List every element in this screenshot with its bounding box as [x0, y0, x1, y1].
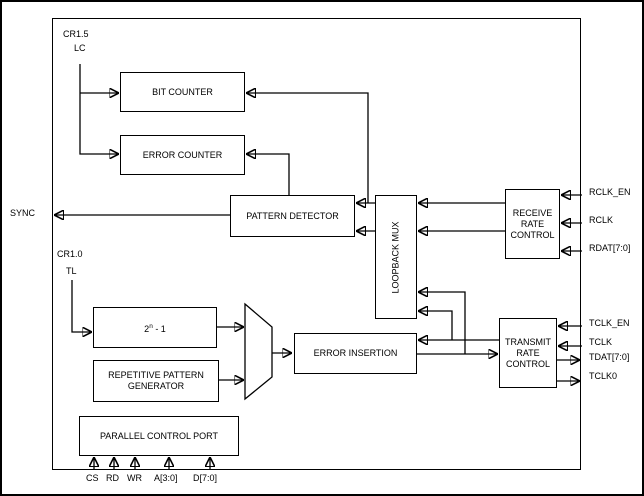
- pattern-length-exponent: n: [149, 322, 153, 330]
- tl-label: TL: [66, 266, 77, 276]
- error-counter-label: ERROR COUNTER: [142, 149, 223, 160]
- lc-label: LC: [74, 43, 86, 53]
- pattern-length-label: 2n - 1: [144, 322, 166, 334]
- transmit-rate-control-block: TRANSMIT RATE CONTROL: [499, 318, 557, 388]
- pattern-length-block: 2n - 1: [93, 307, 217, 348]
- error-insertion-block: ERROR INSERTION: [294, 333, 417, 374]
- pin-label-wr: WR: [127, 473, 142, 483]
- pin-label-rdat: RDAT[7:0]: [589, 243, 631, 253]
- pin-label-tdat: TDAT[7:0]: [589, 352, 630, 362]
- parallel-control-port-block: PARALLEL CONTROL PORT: [79, 416, 239, 456]
- cr1-5-label: CR1.5: [63, 29, 89, 39]
- repetitive-pattern-generator-block: REPETITIVE PATTERN GENERATOR: [93, 360, 219, 402]
- pin-label-a3-0: A[3:0]: [154, 473, 178, 483]
- loopback-mux-label: LOOPBACK MUX: [390, 220, 401, 294]
- pattern-detector-block: PATTERN DETECTOR: [230, 195, 355, 237]
- error-counter-block: ERROR COUNTER: [120, 135, 245, 175]
- pin-label-tclk: TCLK: [589, 337, 613, 347]
- bit-counter-label: BIT COUNTER: [152, 86, 213, 97]
- error-insertion-label: ERROR INSERTION: [313, 348, 398, 358]
- pin-label-d7-0: D[7:0]: [193, 473, 218, 483]
- pattern-detector-label: PATTERN DETECTOR: [246, 210, 339, 221]
- repetitive-pattern-generator-label: REPETITIVE PATTERN GENERATOR: [108, 370, 204, 391]
- loopback-mux-block: LOOPBACK MUX: [375, 195, 417, 319]
- pin-label-sync: SYNC: [10, 208, 36, 218]
- chip-boundary: [52, 18, 581, 470]
- pin-label-rclk-en: RCLK_EN: [589, 187, 631, 197]
- bit-counter-block: BIT COUNTER: [120, 72, 245, 112]
- pin-label-rclk: RCLK: [589, 215, 614, 225]
- transmit-rate-control-label: TRANSMIT RATE CONTROL: [505, 336, 551, 369]
- pin-label-tclk0: TCLK0: [589, 371, 618, 381]
- pin-label-tclk-en: TCLK_EN: [589, 318, 630, 328]
- receive-rate-control-label: RECEIVE RATE CONTROL: [510, 207, 555, 240]
- pin-label-rd: RD: [106, 473, 119, 483]
- pin-label-cs: CS: [86, 473, 99, 483]
- receive-rate-control-block: RECEIVE RATE CONTROL: [505, 189, 560, 259]
- parallel-control-port-label: PARALLEL CONTROL PORT: [99, 430, 219, 441]
- cr1-0-label: CR1.0: [57, 249, 83, 259]
